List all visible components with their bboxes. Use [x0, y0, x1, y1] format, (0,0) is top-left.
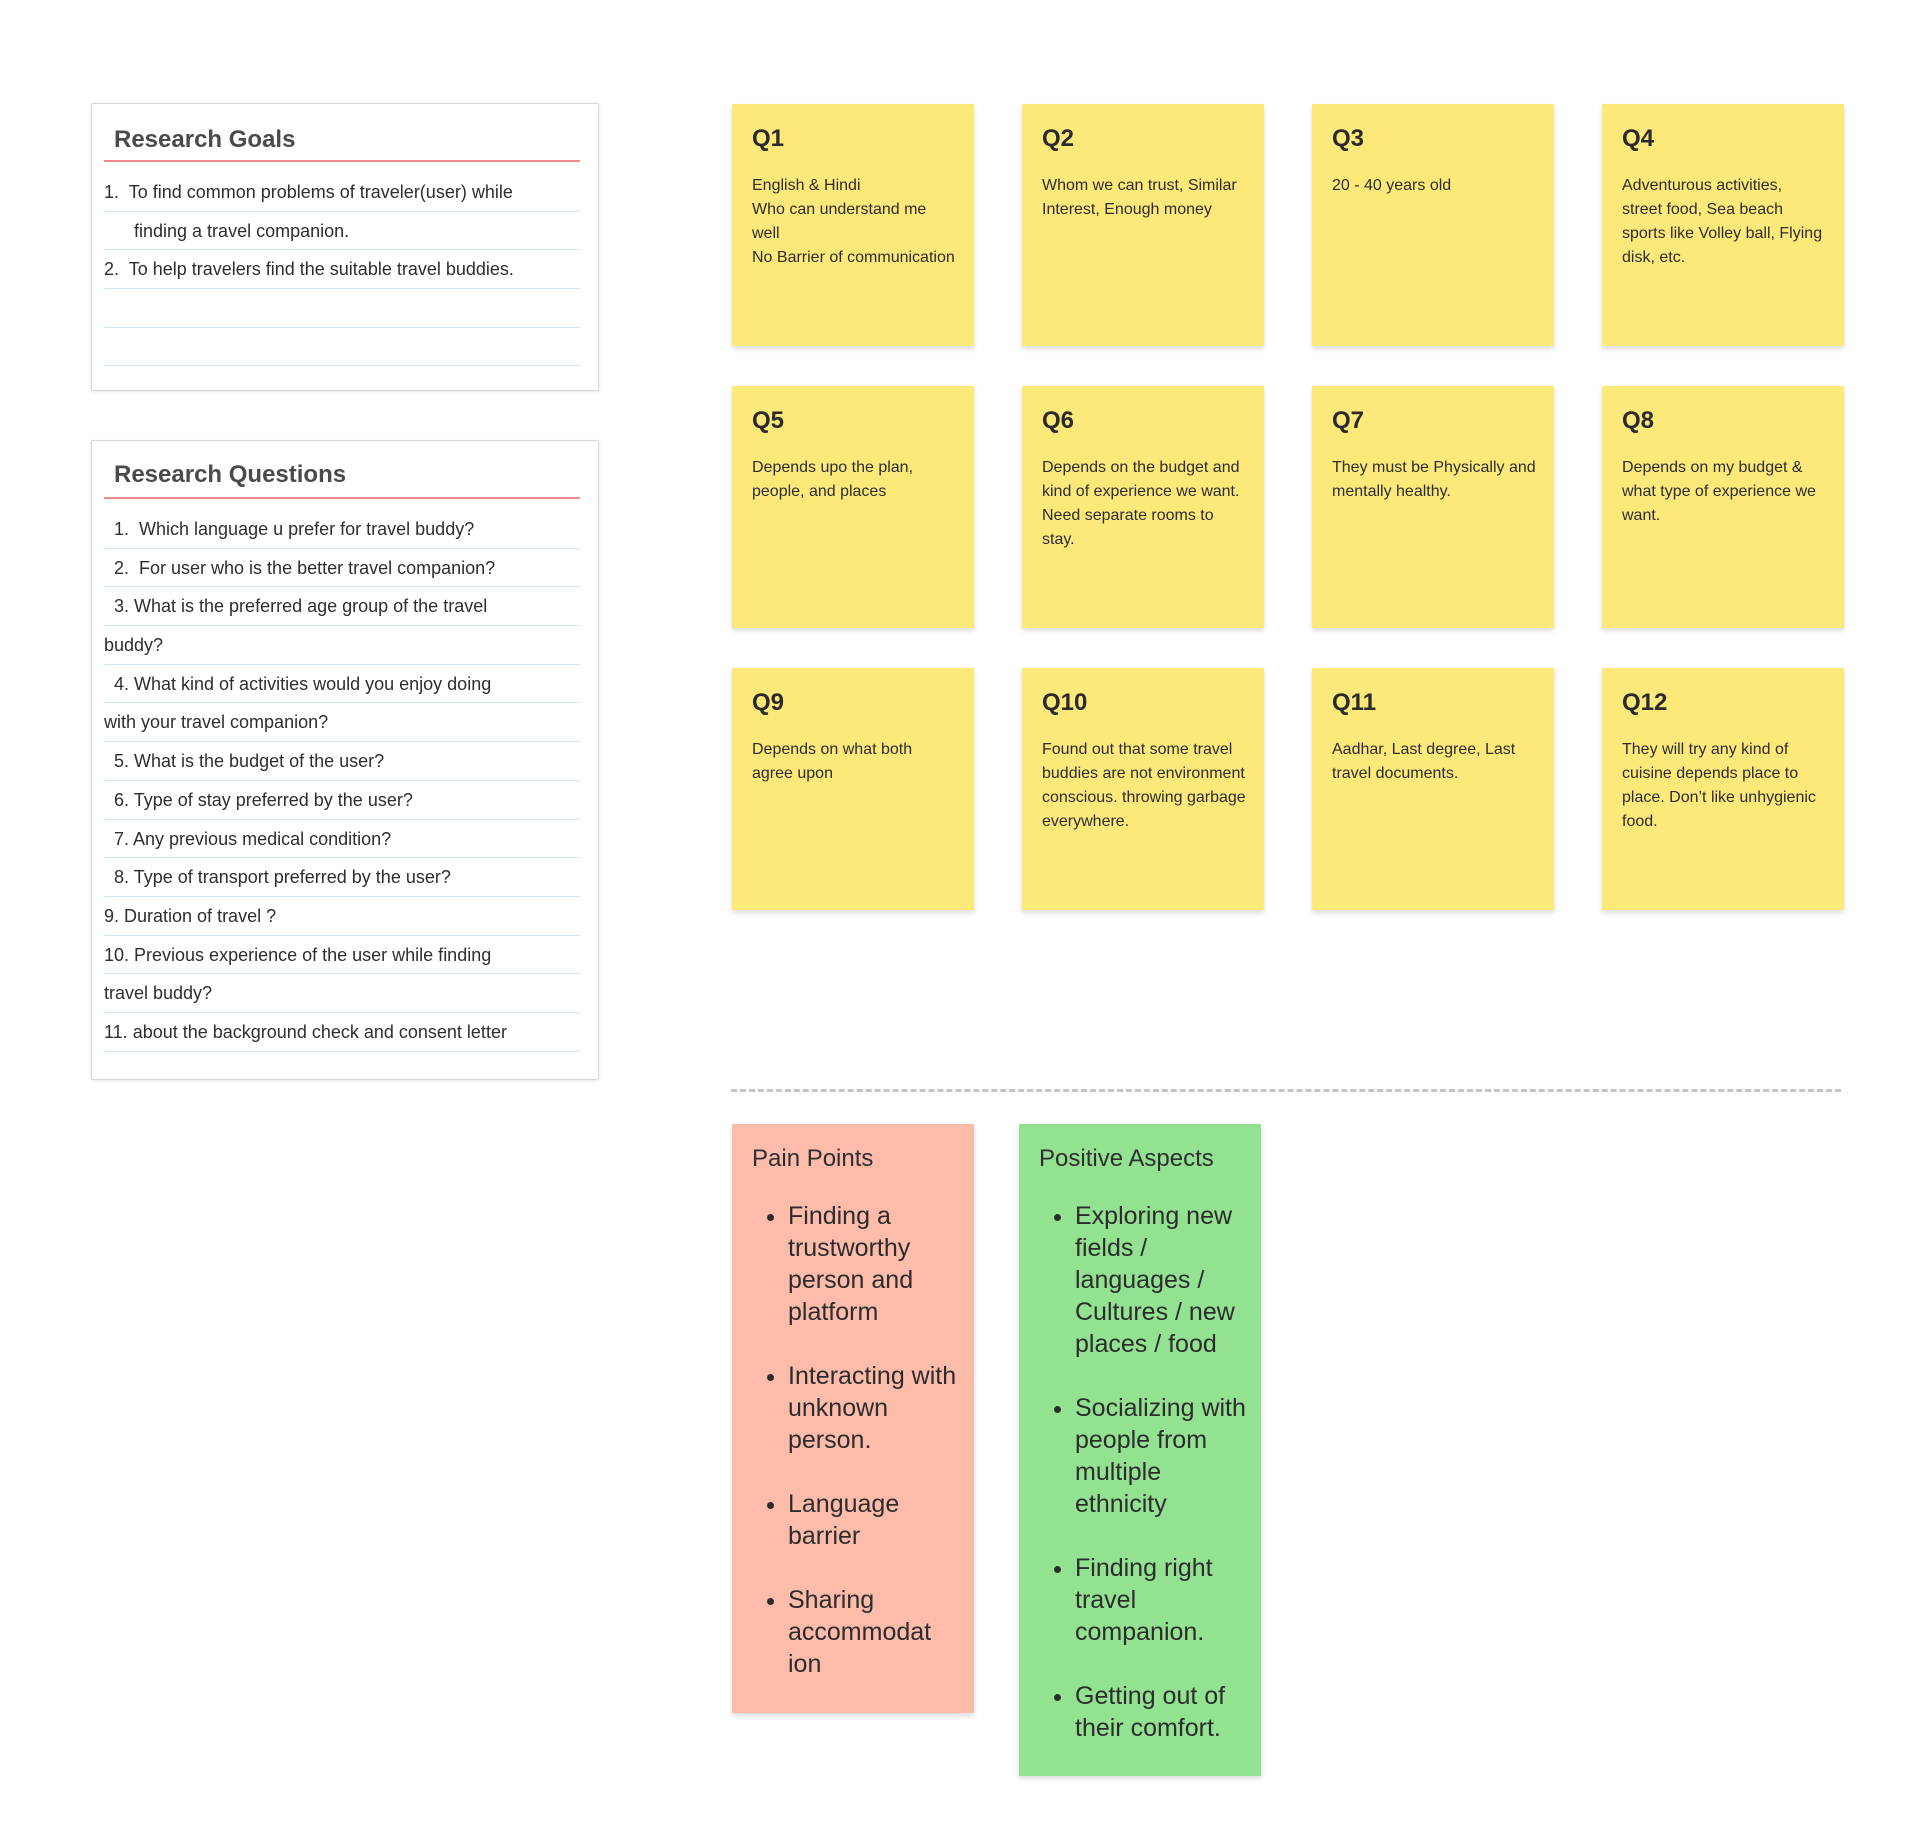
- list-item: Getting out of their comfort.: [1075, 1680, 1247, 1744]
- question-line: 9. Duration of travel ?: [104, 897, 580, 936]
- sticky-body: Adventurous activities, street food, Sea…: [1622, 177, 1823, 266]
- sticky-title: Q6: [1042, 407, 1075, 434]
- sticky-note-q11[interactable]: Q11 Aadhar, Last degree, Last travel doc…: [1312, 668, 1554, 910]
- question-line: 5. What is the budget of the user?: [104, 742, 580, 781]
- question-line: 10. Previous experience of the user whil…: [104, 936, 580, 975]
- list-item: Finding right travel companion.: [1075, 1552, 1247, 1648]
- sticky-body: English & Hindi Who can understand me we…: [752, 177, 955, 266]
- goal-line: [104, 328, 580, 367]
- list-item: Sharing accommodat ion: [788, 1584, 960, 1680]
- goal-line: 1. To find common problems of traveler(u…: [104, 173, 580, 212]
- sticky-note-q4[interactable]: Q4 Adventurous activities, street food, …: [1602, 104, 1844, 346]
- sticky-body: Depends on my budget & what type of expe…: [1622, 459, 1816, 524]
- sticky-body: They will try any kind of cuisine depend…: [1622, 741, 1816, 830]
- sticky-body: Aadhar, Last degree, Last travel documen…: [1332, 741, 1516, 782]
- sticky-note-q12[interactable]: Q12 They will try any kind of cuisine de…: [1602, 668, 1844, 910]
- sticky-body: They must be Physically and mentally hea…: [1332, 459, 1536, 500]
- sticky-title: Q9: [752, 689, 785, 716]
- sticky-note-q3[interactable]: Q3 20 - 40 years old: [1312, 104, 1554, 346]
- sticky-note-q9[interactable]: Q9 Depends on what both agree upon: [732, 668, 974, 910]
- goal-line: 2. To help travelers find the suitable t…: [104, 250, 580, 290]
- question-line: with your travel companion?: [104, 703, 580, 743]
- research-questions-title: Research Questions: [114, 461, 347, 488]
- positive-aspects-list: Exploring new fields / languages / Cultu…: [1039, 1200, 1247, 1744]
- sticky-note-q10[interactable]: Q10 Found out that some travel buddies a…: [1022, 668, 1264, 910]
- sticky-note-q2[interactable]: Q2 Whom we can trust, Similar Interest, …: [1022, 104, 1264, 346]
- sticky-title: Q7: [1332, 407, 1365, 434]
- section-divider: [731, 1089, 1841, 1092]
- pain-points-title: Pain Points: [752, 1145, 874, 1172]
- sticky-body: Found out that some travel buddies are n…: [1042, 741, 1246, 830]
- sticky-title: Q11: [1332, 689, 1377, 716]
- sticky-body: 20 - 40 years old: [1332, 177, 1452, 194]
- question-line: 4. What kind of activities would you enj…: [104, 665, 580, 704]
- question-line: travel buddy?: [104, 974, 580, 1013]
- positive-aspects-note[interactable]: Positive Aspects Exploring new fields / …: [1019, 1124, 1261, 1776]
- sticky-title: Q8: [1622, 407, 1655, 434]
- question-line: 8. Type of transport preferred by the us…: [104, 858, 580, 897]
- list-item: Language barrier: [788, 1488, 960, 1552]
- research-questions-card[interactable]: Research Questions 1. Which language u p…: [91, 440, 599, 1080]
- sticky-body: Whom we can trust, Similar Interest, Eno…: [1042, 177, 1237, 218]
- question-line: 2. For user who is the better travel com…: [104, 549, 580, 588]
- question-line: 7. Any previous medical condition?: [104, 820, 580, 859]
- sticky-title: Q12: [1622, 689, 1668, 716]
- question-line: 1. Which language u prefer for travel bu…: [104, 510, 580, 549]
- sticky-note-q5[interactable]: Q5 Depends upo the plan, people, and pla…: [732, 386, 974, 628]
- sticky-title: Q3: [1332, 125, 1365, 152]
- sticky-body: Depends on the budget and kind of experi…: [1042, 459, 1240, 548]
- pain-points-note[interactable]: Pain Points Finding a trustworthy person…: [732, 1124, 974, 1713]
- goal-line: [104, 289, 580, 328]
- goal-line: finding a travel companion.: [104, 212, 580, 251]
- sticky-body: Depends upo the plan, people, and places: [752, 459, 914, 500]
- sticky-title: Q1: [752, 125, 785, 152]
- sticky-title: Q2: [1042, 125, 1075, 152]
- sticky-note-q1[interactable]: Q1 English & Hindi Who can understand me…: [732, 104, 974, 346]
- sticky-note-q8[interactable]: Q8 Depends on my budget & what type of e…: [1602, 386, 1844, 628]
- sticky-title: Q10: [1042, 689, 1088, 716]
- sticky-body: Depends on what both agree upon: [752, 741, 913, 782]
- research-questions-list: 1. Which language u prefer for travel bu…: [104, 510, 580, 1052]
- title-underline: [104, 160, 580, 162]
- question-line: 11. about the background check and conse…: [104, 1013, 580, 1052]
- list-item: Finding a trustworthy person and platfor…: [788, 1200, 960, 1328]
- sticky-note-q6[interactable]: Q6 Depends on the budget and kind of exp…: [1022, 386, 1264, 628]
- pain-points-list: Finding a trustworthy person and platfor…: [752, 1200, 960, 1680]
- research-goals-card[interactable]: Research Goals 1. To find common problem…: [91, 103, 599, 391]
- question-line: 6. Type of stay preferred by the user?: [104, 781, 580, 820]
- research-goals-list: 1. To find common problems of traveler(u…: [104, 173, 580, 367]
- research-goals-title: Research Goals: [114, 126, 296, 153]
- sticky-note-q7[interactable]: Q7 They must be Physically and mentally …: [1312, 386, 1554, 628]
- list-item: Interacting with unknown person.: [788, 1360, 960, 1456]
- sticky-title: Q5: [752, 407, 785, 434]
- list-item: Exploring new fields / languages / Cultu…: [1075, 1200, 1247, 1360]
- positive-aspects-title: Positive Aspects: [1039, 1145, 1214, 1172]
- sticky-title: Q4: [1622, 125, 1655, 152]
- question-line: 3. What is the preferred age group of th…: [104, 587, 580, 627]
- title-underline: [104, 497, 580, 499]
- list-item: Socializing with people from multiple et…: [1075, 1392, 1247, 1520]
- question-line: buddy?: [104, 626, 580, 665]
